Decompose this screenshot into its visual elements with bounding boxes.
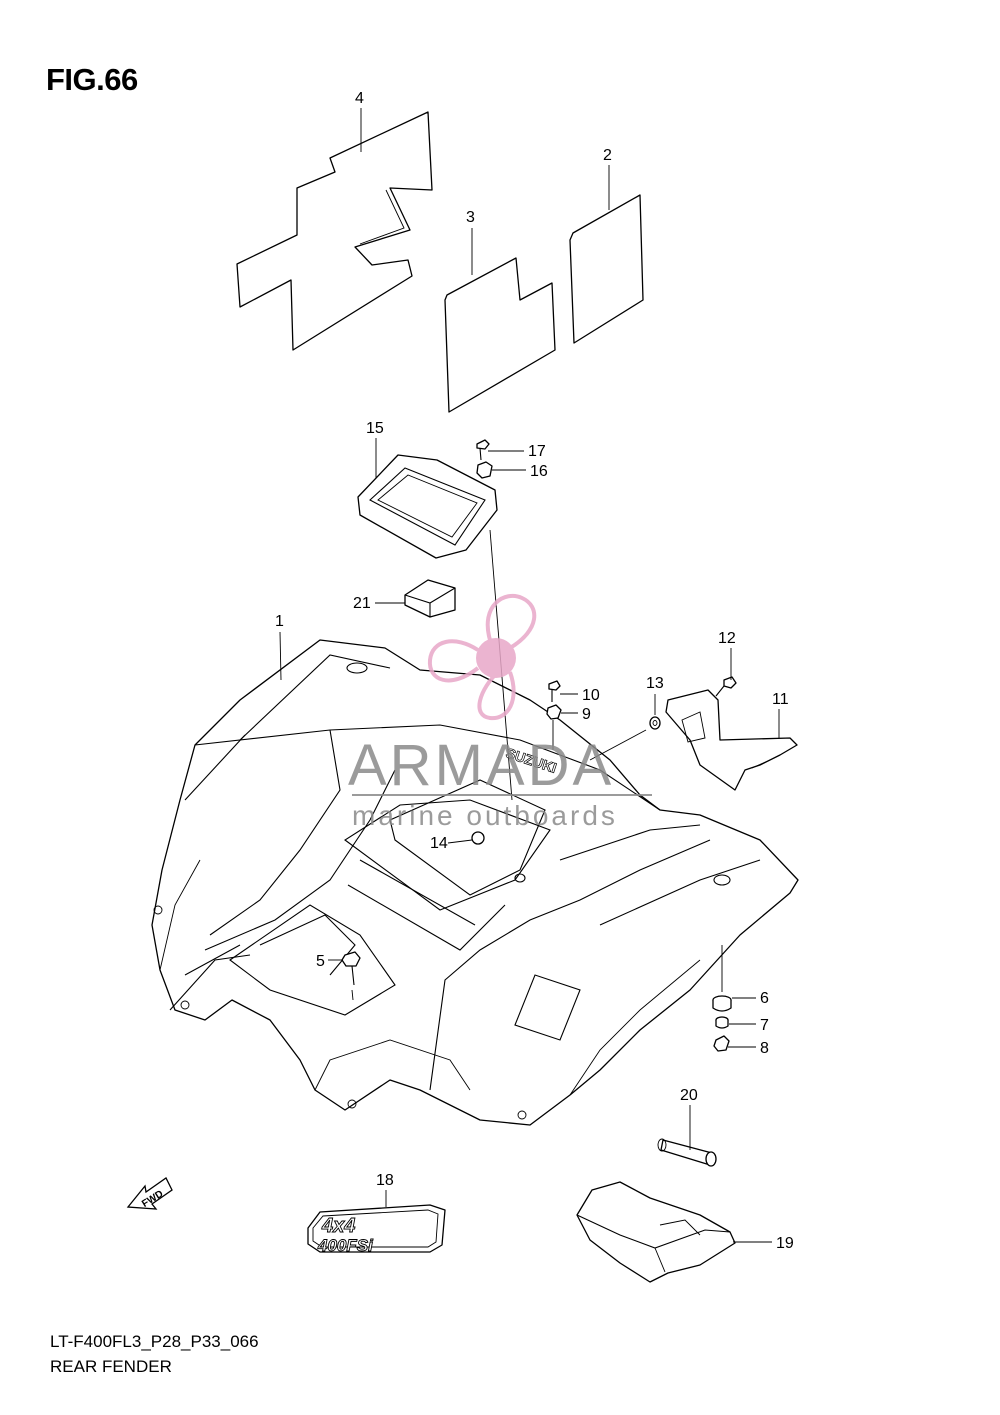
model-code: LT-F400FL3_P28_P33_066 <box>50 1332 259 1351</box>
svg-text:20: 20 <box>680 1087 698 1104</box>
svg-text:2: 2 <box>603 147 612 164</box>
part-6-cushion[interactable] <box>712 995 732 1012</box>
svg-text:4: 4 <box>355 90 364 107</box>
watermark-propeller-logo <box>427 593 537 721</box>
callout-7: 7 <box>729 1017 769 1034</box>
figure-title: FIG.66 <box>46 62 138 97</box>
callout-19: 19 <box>733 1235 794 1252</box>
part-20-tube[interactable] <box>657 1138 717 1167</box>
watermark-tagline: marine outboards <box>352 800 618 831</box>
callout-15: 15 <box>366 420 384 478</box>
svg-text:21: 21 <box>353 595 371 612</box>
svg-text:16: 16 <box>530 463 548 480</box>
callouts: 4 2 3 15 17 16 21 1 12 13 11 10 9 14 5 6… <box>275 90 794 1252</box>
callout-2: 2 <box>603 147 612 210</box>
callout-4: 4 <box>355 90 364 152</box>
svg-text:3: 3 <box>466 209 475 226</box>
callout-13: 13 <box>646 675 664 715</box>
part-14-grommet[interactable] <box>471 831 485 845</box>
callout-16: 16 <box>492 463 548 480</box>
callout-10: 10 <box>560 687 600 704</box>
svg-text:19: 19 <box>776 1235 794 1252</box>
svg-text:6: 6 <box>760 990 769 1007</box>
callout-6: 6 <box>732 990 769 1007</box>
svg-text:5: 5 <box>316 953 325 970</box>
svg-text:7: 7 <box>760 1017 769 1034</box>
section-name: REAR FENDER <box>50 1357 172 1376</box>
part-4-decal[interactable] <box>236 111 433 351</box>
part-13-washer[interactable] <box>649 716 661 730</box>
callout-18: 18 <box>376 1172 394 1207</box>
callout-17: 17 <box>488 443 546 460</box>
part-12-screw[interactable] <box>715 676 737 697</box>
part-19-pad[interactable] <box>576 1181 736 1283</box>
svg-text:14: 14 <box>430 835 448 852</box>
callout-14: 14 <box>430 835 473 852</box>
svg-text:17: 17 <box>528 443 546 460</box>
svg-text:1: 1 <box>275 613 284 630</box>
part-9-nut[interactable] <box>546 704 562 720</box>
part-21-block[interactable] <box>404 579 456 618</box>
part-1-rear-fender[interactable]: SUZUKI <box>151 639 799 1126</box>
callout-20: 20 <box>680 1087 698 1150</box>
svg-text:10: 10 <box>582 687 600 704</box>
svg-text:8: 8 <box>760 1040 769 1057</box>
watermark-brand: ARMADA <box>348 733 614 798</box>
svg-text:18: 18 <box>376 1172 394 1189</box>
callout-11: 11 <box>772 691 789 738</box>
part-18-emblem[interactable]: 4x4 400FSi <box>307 1204 446 1255</box>
emblem-top-text: 4x4 <box>321 1215 355 1237</box>
emblem-bottom-text: 400FSi <box>317 1236 374 1255</box>
callout-21: 21 <box>353 595 405 612</box>
callout-3: 3 <box>466 209 475 275</box>
svg-text:15: 15 <box>366 420 384 437</box>
part-15-tray-cover[interactable] <box>357 454 498 559</box>
callout-9: 9 <box>561 706 591 723</box>
callout-8: 8 <box>728 1040 769 1057</box>
svg-text:11: 11 <box>772 691 789 708</box>
part-10-screw[interactable] <box>548 680 561 702</box>
fwd-arrow-icon: FWD <box>126 1177 173 1210</box>
part-7-collar[interactable] <box>715 1016 729 1029</box>
svg-text:12: 12 <box>718 630 736 647</box>
part-2-decal[interactable] <box>569 194 644 344</box>
watermark: ARMADA marine outboards <box>348 593 652 831</box>
part-3-decal[interactable] <box>444 257 556 413</box>
part-16-nut[interactable] <box>476 461 493 479</box>
part-17-screw[interactable] <box>476 439 490 461</box>
part-8-bolt[interactable] <box>713 1035 730 1052</box>
callout-1: 1 <box>275 613 284 681</box>
part-11-bracket[interactable] <box>665 689 798 791</box>
svg-text:9: 9 <box>582 706 591 723</box>
callout-12: 12 <box>718 630 736 680</box>
callout-5: 5 <box>316 953 343 970</box>
svg-text:13: 13 <box>646 675 664 692</box>
